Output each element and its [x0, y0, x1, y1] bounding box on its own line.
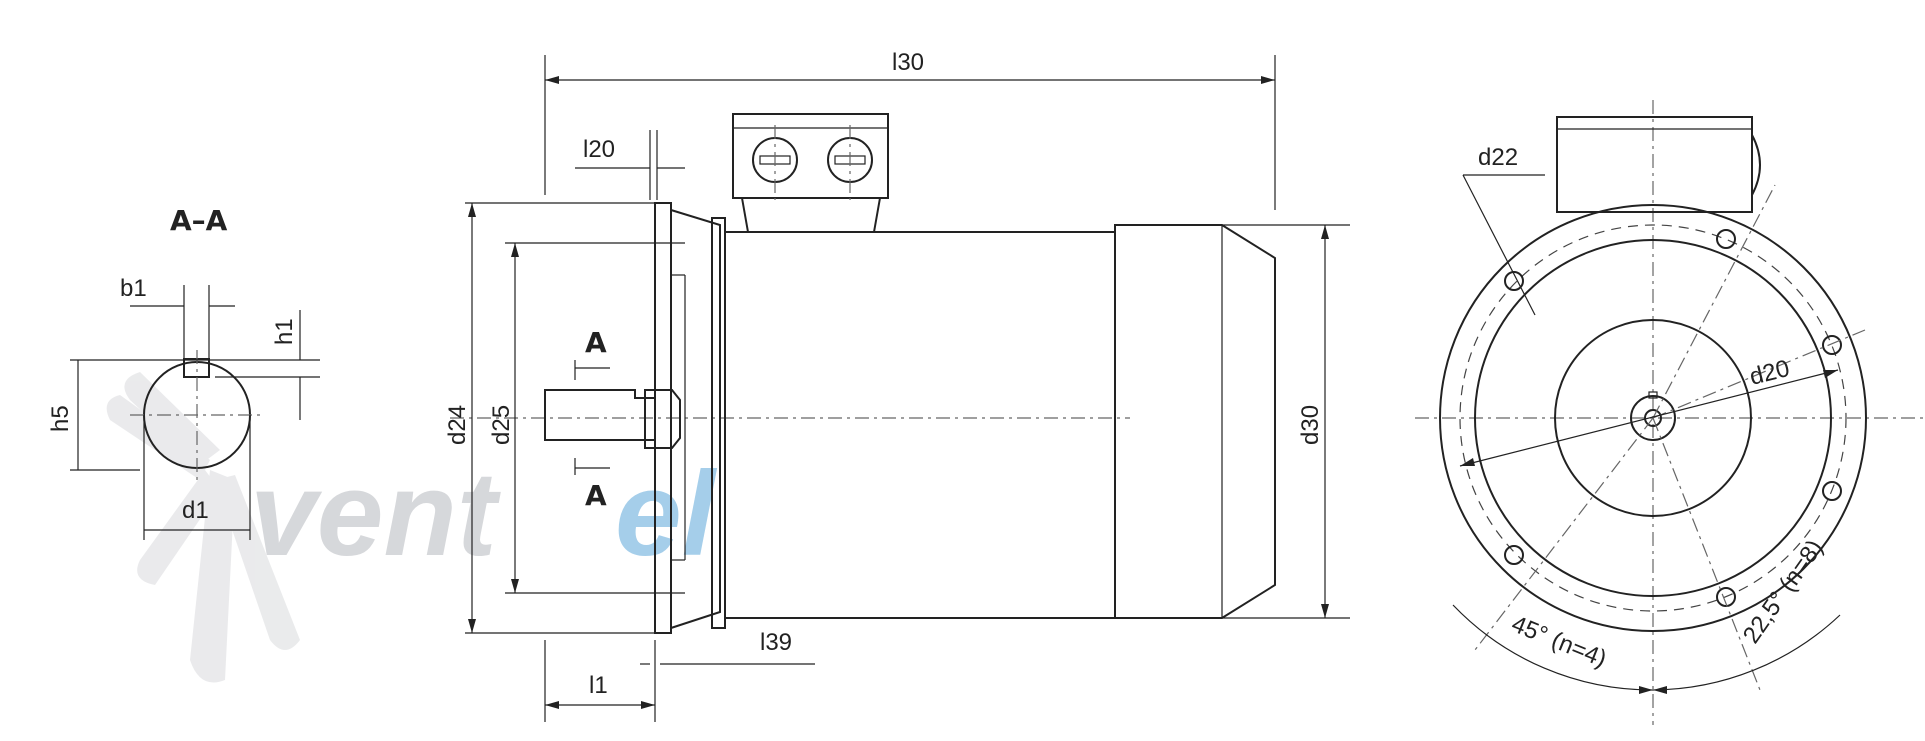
front-cable-gland: [1751, 134, 1761, 196]
watermark-text-blue: el: [615, 447, 718, 581]
watermark-text-gray: vent: [250, 447, 502, 581]
front-view: d20 d22 45° (n=4) 22,5° (n=8): [1415, 100, 1925, 725]
bolt-hole: [1822, 481, 1842, 501]
arc-45: [1452, 604, 1654, 691]
d22-leader: [1462, 174, 1536, 316]
label-d20: d20: [1747, 355, 1792, 391]
terminal-box: [732, 113, 889, 199]
section-marker-top: A: [585, 326, 607, 359]
section-marker-bottom: A: [585, 479, 607, 512]
bolt-hole: [1504, 271, 1524, 291]
label-h5: h5: [47, 405, 74, 432]
fan-blades-watermark: [106, 372, 300, 683]
label-angle-45: 45° (n=4): [1508, 611, 1611, 673]
label-l1: l1: [589, 672, 608, 699]
watermark: vent el: [106, 372, 718, 683]
flange-inner-circle: [1474, 239, 1832, 597]
section-a-a-view: A–A b1 h1 h5 d1: [47, 204, 320, 540]
label-d22: d22: [1478, 144, 1518, 171]
label-b1: b1: [120, 275, 147, 302]
bolt-hole: [1504, 545, 1524, 565]
label-l30: l30: [892, 49, 924, 76]
bolt-hole: [1716, 587, 1736, 607]
flange-ring: [711, 217, 726, 629]
flange-outer-circle: [1439, 204, 1867, 632]
flange-plate: [654, 202, 672, 634]
spigot-circle: [1554, 319, 1752, 517]
section-title: A–A: [170, 204, 228, 237]
label-d30: d30: [1297, 405, 1324, 445]
bolt-circle: [1459, 224, 1847, 612]
radial-line-45: [1474, 417, 1654, 651]
label-d25: d25: [488, 405, 515, 445]
label-l20: l20: [583, 136, 615, 163]
shaft-end-circle: [1630, 395, 1676, 441]
fan-cover: [1114, 224, 1276, 619]
d20-dimension-line: [1459, 369, 1839, 467]
motor-body: [725, 231, 1116, 619]
radial-line-top: [1652, 184, 1776, 419]
shaft-center-hole: [1644, 409, 1662, 427]
label-angle-22: 22,5° (n=8): [1738, 535, 1829, 649]
label-l39: l39: [760, 629, 792, 656]
bolt-hole: [1822, 335, 1842, 355]
flange-cone: [670, 209, 721, 629]
terminal-box-base: [741, 197, 881, 233]
shaft-key: [1648, 391, 1658, 399]
radial-line-right: [1652, 329, 1866, 419]
bolt-hole: [1716, 229, 1736, 249]
front-terminal-box: [1556, 116, 1753, 213]
label-d24: d24: [444, 405, 471, 445]
label-d1: d1: [182, 497, 209, 524]
label-h1: h1: [271, 318, 298, 345]
radial-line-22: [1652, 417, 1761, 691]
side-view: A A l30 l20 l1 l39 d24: [444, 49, 1350, 722]
arc-22: [1652, 614, 1841, 691]
arc-arrowheads: [1639, 686, 1667, 694]
